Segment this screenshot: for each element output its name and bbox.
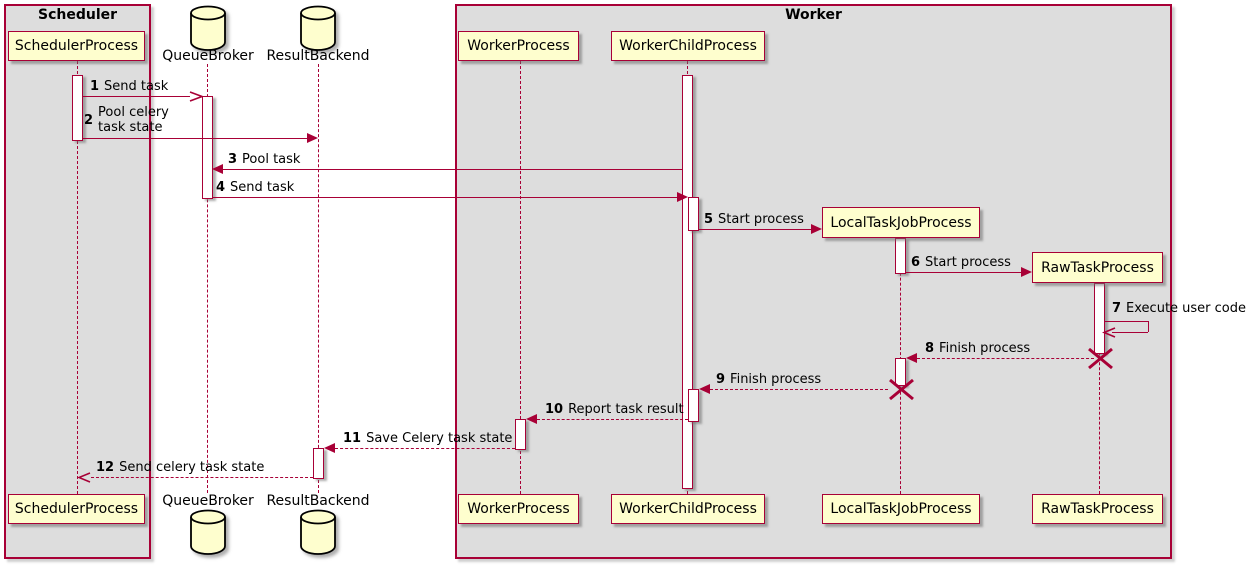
frame-worker-title: Worker [785, 7, 842, 23]
message-1-arrow [83, 96, 190, 97]
lifeline-scheduler-process [77, 61, 78, 494]
message-12-number: 12 [96, 460, 115, 475]
lifeline-queue-broker [207, 64, 208, 493]
open-arrowhead-left-icon [1102, 327, 1116, 338]
filled-arrowhead-right-icon [811, 224, 822, 234]
message-9-arrow [710, 389, 888, 390]
database-label-queue-broker: QueueBroker [162, 48, 254, 64]
open-arrowhead-left-icon [77, 472, 91, 483]
message-11-arrow [335, 448, 515, 449]
database-label-result-backend: ResultBackend [266, 493, 370, 509]
filled-arrowhead-right-icon [677, 192, 688, 202]
message-7-arrow-side [1148, 321, 1149, 332]
participant-top-worker-process: WorkerProcess [458, 31, 579, 61]
message-2-arrow [83, 138, 307, 139]
filled-arrowhead-left-icon [212, 164, 223, 174]
participant-top-scheduler-process: SchedulerProcess [8, 31, 145, 61]
message-8-arrow [917, 358, 1094, 359]
activation-worker-child-nested-2 [688, 389, 699, 422]
participant-bottom-worker-child-process: WorkerChildProcess [611, 494, 765, 524]
open-arrowhead-right-icon [189, 91, 203, 102]
activation-worker-process [515, 419, 526, 450]
activation-raw-task [1094, 283, 1105, 354]
message-3-number: 3 [228, 152, 238, 167]
activation-local-task-job-1 [895, 238, 906, 274]
lifeline-result-backend [318, 64, 319, 493]
message-7-number: 7 [1112, 301, 1122, 316]
message-7-arrow-top [1104, 321, 1148, 322]
filled-arrowhead-left-icon [526, 414, 537, 424]
activation-queue-broker [202, 96, 213, 199]
message-2-number: 2 [84, 112, 94, 128]
message-3-arrow [223, 169, 682, 170]
message-7-arrow-bottom [1112, 332, 1148, 333]
message-10-number: 10 [545, 402, 564, 417]
filled-arrowhead-left-icon [699, 384, 710, 394]
participant-created-raw-task-process: RawTaskProcess [1032, 252, 1163, 283]
filled-arrowhead-right-icon [307, 133, 318, 143]
database-icon [190, 5, 226, 51]
participant-bottom-raw-task-process: RawTaskProcess [1032, 494, 1163, 524]
message-9-number: 9 [716, 372, 726, 387]
message-10-arrow [537, 419, 688, 420]
participant-bottom-worker-process: WorkerProcess [458, 494, 579, 524]
database-icon [300, 509, 336, 555]
message-4-arrow [212, 197, 677, 198]
activation-worker-child-nested-1 [688, 197, 699, 231]
participant-created-local-task-job-process: LocalTaskJobProcess [822, 207, 980, 238]
database-label-result-backend: ResultBackend [266, 48, 370, 64]
message-1-number: 1 [90, 79, 100, 94]
message-6-number: 6 [911, 255, 921, 270]
participant-bottom-scheduler-process: SchedulerProcess [8, 494, 145, 524]
participant-top-worker-child-process: WorkerChildProcess [611, 31, 765, 61]
message-5-number: 5 [704, 212, 714, 227]
message-11-number: 11 [343, 431, 362, 446]
activation-result-backend [313, 448, 324, 479]
filled-arrowhead-left-icon [906, 353, 917, 363]
activation-scheduler-process [72, 75, 83, 141]
participant-bottom-local-task-job-process: LocalTaskJobProcess [822, 494, 980, 524]
database-label-queue-broker: QueueBroker [162, 493, 254, 509]
destroy-cross-icon [1088, 347, 1113, 370]
destroy-cross-icon [889, 378, 914, 401]
lifeline-raw-task-process [1099, 283, 1100, 494]
message-5-arrow [698, 229, 811, 230]
filled-arrowhead-right-icon [1021, 267, 1032, 277]
filled-arrowhead-left-icon [324, 443, 335, 453]
database-icon [190, 509, 226, 555]
database-icon [300, 5, 336, 51]
message-12-arrow [91, 477, 313, 478]
activation-worker-child-main [682, 75, 693, 489]
activation-local-task-job-2 [895, 358, 906, 386]
message-4-number: 4 [216, 180, 226, 195]
message-6-arrow [905, 272, 1021, 273]
frame-scheduler-title: Scheduler [37, 7, 118, 23]
message-8-number: 8 [925, 341, 935, 356]
lifeline-worker-process [520, 61, 521, 494]
